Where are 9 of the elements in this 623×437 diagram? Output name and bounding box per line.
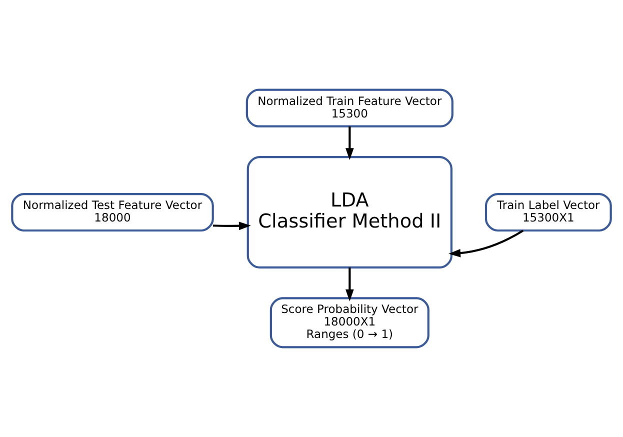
arrow bbox=[345, 267, 354, 302]
arrow bbox=[213, 222, 251, 230]
arrow bbox=[448, 230, 524, 258]
node-box: Normalized Test Feature Vector 18000 bbox=[11, 192, 214, 232]
arrow bbox=[345, 126, 354, 160]
node-box: Normalized Train Feature Vector 15300 bbox=[246, 88, 454, 128]
node-box: Train Label Vector 15300X1 bbox=[484, 192, 612, 232]
node-box: Score Probability Vector 18000X1 Ranges (0 → 1) bbox=[270, 297, 430, 348]
node-box: LDA Classifier Method II bbox=[246, 156, 452, 269]
